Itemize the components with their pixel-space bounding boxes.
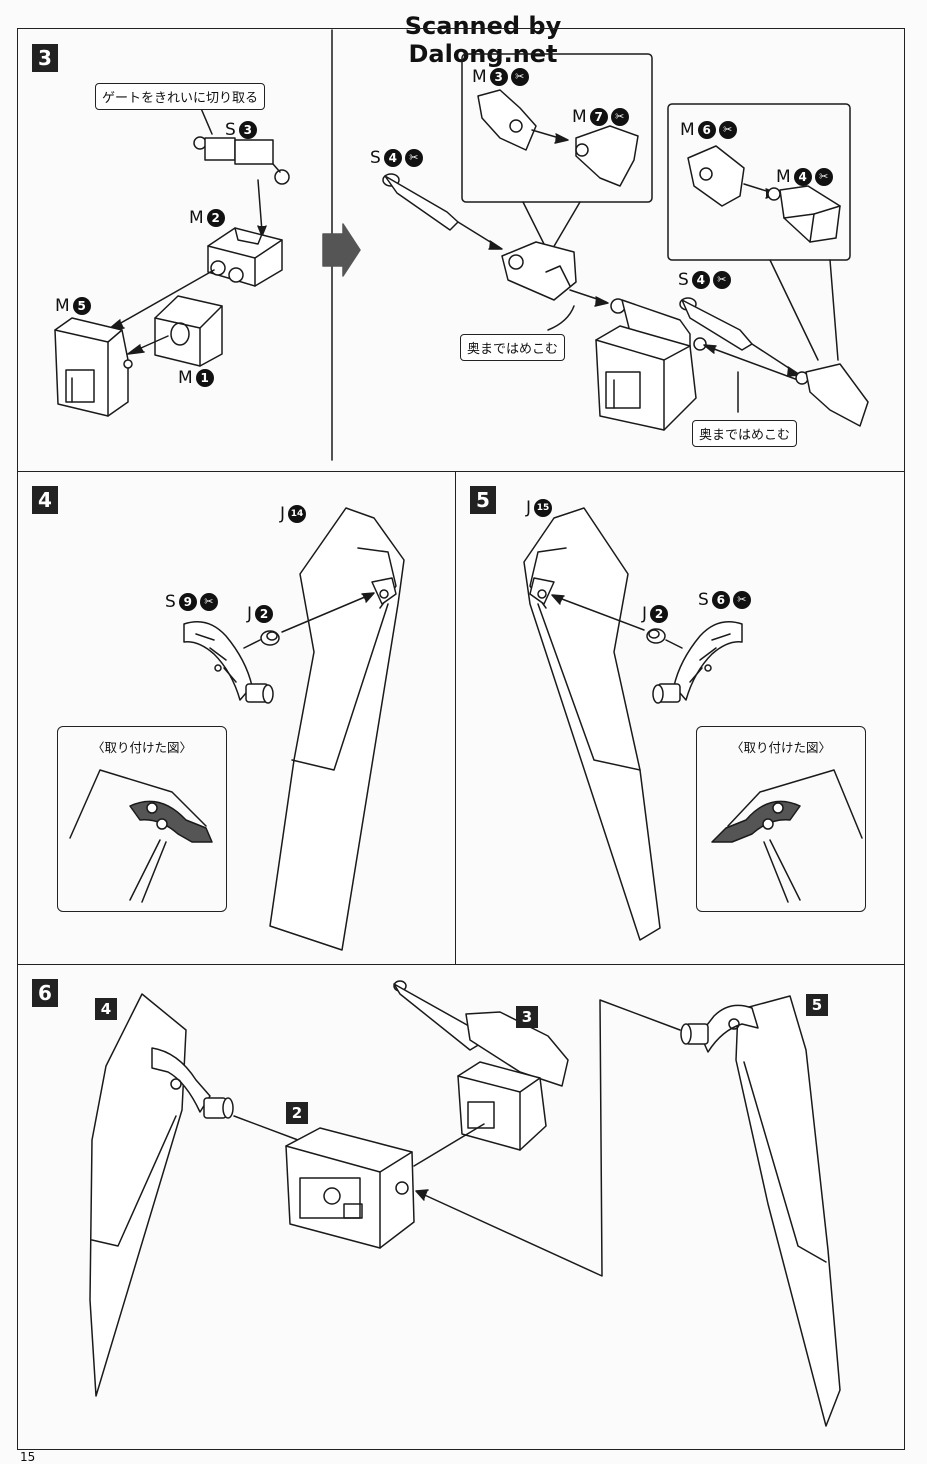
step6-panel — [17, 964, 905, 1450]
part-s4-left-drawing — [383, 174, 502, 249]
part-m5-drawing — [55, 318, 132, 416]
nipper-cut-icon: ✂ — [510, 68, 529, 86]
sub-assembly-label-4: 4 — [95, 998, 117, 1020]
step-number-5: 5 — [470, 486, 496, 514]
inset-step5-drawing — [712, 770, 862, 902]
inset-step5: 〈取り付けた図〉 — [696, 726, 866, 912]
nipper-cut-icon: ✂ — [610, 108, 629, 126]
assembled-joint-right — [796, 364, 868, 426]
inset-caption: 〈取り付けた図〉 — [91, 740, 192, 755]
sub-assembly-label-3: 3 — [516, 1006, 538, 1028]
sub-assembly-label-2: 2 — [286, 1102, 308, 1124]
step-number-3: 3 — [32, 44, 58, 72]
step6-right-blade-drawing — [681, 996, 840, 1426]
inset-step4: 〈取り付けた図〉 — [57, 726, 227, 912]
step4-j2-drawing — [261, 631, 279, 645]
nipper-cut-icon: ✂ — [814, 168, 833, 186]
insert-note-left: 奥まではめこむ — [460, 334, 566, 361]
sub-assembly-label-5: 5 — [806, 994, 828, 1016]
assembled-joint-left — [502, 242, 576, 300]
step6-center-body-drawing — [286, 1128, 414, 1248]
step4-arm-drawing — [184, 622, 273, 703]
assembled-body-drawing — [596, 299, 706, 430]
nipper-cut-icon: ✂ — [718, 121, 737, 139]
page-number: 15 — [20, 1450, 36, 1464]
step6-cannon-drawing — [394, 981, 568, 1150]
part-m7-drawing — [576, 126, 638, 186]
callout-m3-m7 — [462, 54, 652, 202]
nipper-cut-icon: ✂ — [732, 591, 751, 609]
step6-left-blade-drawing — [90, 994, 233, 1396]
nipper-cut-icon: ✂ — [712, 271, 731, 289]
gate-note: ゲートをきれいに切り取る — [95, 83, 266, 110]
part-m4-drawing — [768, 186, 840, 242]
step-number-4: 4 — [32, 486, 58, 514]
step-number-6: 6 — [32, 979, 58, 1007]
step5-blade-drawing — [524, 508, 660, 940]
arrow-right-icon — [323, 224, 360, 276]
inset-step4-drawing — [70, 770, 212, 902]
part-m2-drawing — [208, 228, 282, 286]
part-s3-drawing — [194, 137, 289, 184]
nipper-cut-icon: ✂ — [199, 593, 218, 611]
part-m1-drawing — [155, 296, 222, 366]
step5-j2-drawing — [647, 629, 665, 643]
step5-arm-drawing — [653, 622, 742, 703]
part-s4-right-drawing — [680, 298, 800, 376]
part-m3-drawing — [478, 90, 568, 150]
part-m6-drawing — [688, 146, 778, 206]
callout-m6-m4 — [668, 104, 850, 260]
step4-blade-drawing — [270, 508, 404, 950]
insert-note-right: 奥まではめこむ — [692, 420, 798, 447]
inset-caption: 〈取り付けた図〉 — [730, 740, 831, 755]
nipper-cut-icon: ✂ — [404, 149, 423, 167]
